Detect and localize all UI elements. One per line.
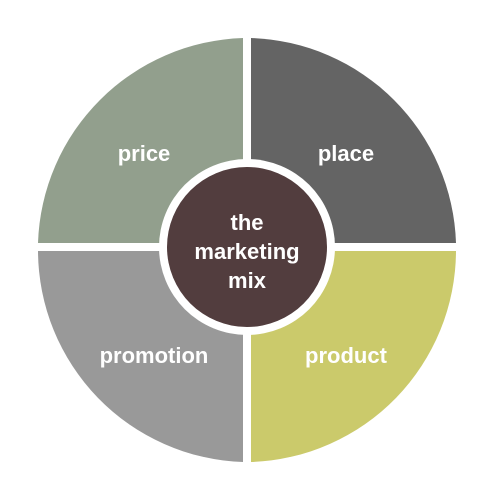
center-label-line-2: marketing	[194, 239, 299, 264]
center-label-line-1: the	[231, 210, 264, 235]
center-label-line-3: mix	[228, 268, 267, 293]
label-place: place	[318, 141, 374, 166]
label-promotion: promotion	[100, 343, 209, 368]
label-price: price	[118, 141, 171, 166]
center-circle	[167, 167, 327, 327]
label-product: product	[305, 343, 388, 368]
